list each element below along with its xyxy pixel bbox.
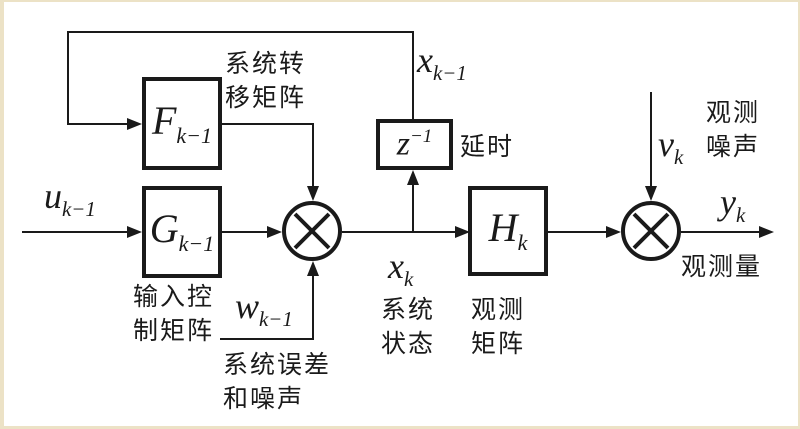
block-delay: z−1 [376,119,453,170]
connector-delay-to-feedback [412,31,414,119]
signal-x: xk [388,246,414,292]
connector-feedback-left [67,31,69,125]
connector-w-horizontal [220,338,314,340]
block-input-control-matrix: Gk−1 [142,186,222,278]
signal-x-prev: xk−1 [417,40,467,86]
connector-input-u [22,231,127,233]
connector-feedback-into-f [67,123,127,125]
arrowhead-into-delay-icon [407,170,419,185]
connector-h-out [548,231,606,233]
caption-observation-output: 观测量 [681,254,763,281]
arrowhead-into-g-icon [127,226,142,238]
arrowhead-output-icon [759,226,774,238]
multiply-node-measurement [621,201,681,261]
connector-v-noise [650,92,652,186]
arrowhead-into-f-icon [127,118,142,130]
block-transition-symbol: Fk−1 [151,97,213,148]
multiply-cross-icon [293,212,331,250]
connector-g-out [222,231,267,233]
caption-system-state: 系统 状态 [381,297,436,358]
arrowhead-h-into-node2-icon [606,226,621,238]
connector-node1-to-h [342,231,455,233]
caption-transition-matrix: 系统转 移矩阵 [225,51,307,112]
block-observation-symbol: Hk [488,205,528,255]
signal-w: wk−1 [235,286,293,332]
arrowhead-g-into-node1-icon [267,226,282,238]
connector-w-vertical [312,276,314,338]
connector-f-out [222,123,314,125]
block-input-control-symbol: Gk−1 [149,206,215,256]
signal-v: vk [658,124,684,170]
block-transition-matrix: Fk−1 [142,77,222,170]
multiply-node-process [282,201,342,261]
block-delay-symbol: z−1 [396,125,433,163]
arrowhead-into-h-icon [455,226,470,238]
arrowhead-w-into-node1-icon [307,261,319,276]
caption-input-control-matrix: 输入控 制矩阵 [133,284,215,345]
caption-system-error-noise: 系统误差 和噪声 [223,352,332,413]
connector-f-down [312,123,314,186]
connector-feedback-top [67,31,414,33]
block-observation-matrix: Hk [468,186,548,276]
caption-delay: 延时 [460,134,515,161]
caption-observation-noise: 观测 噪声 [706,100,761,161]
signal-y: yk [720,182,746,228]
signal-u: uk−1 [44,176,96,222]
connector-output-y [681,231,759,233]
connector-branch-to-delay [412,185,414,232]
arrowhead-v-into-node2-icon [645,186,657,201]
caption-observation-matrix: 观测 矩阵 [471,297,526,358]
multiply-cross-icon [632,212,670,250]
arrowhead-f-into-node1-icon [307,186,319,201]
